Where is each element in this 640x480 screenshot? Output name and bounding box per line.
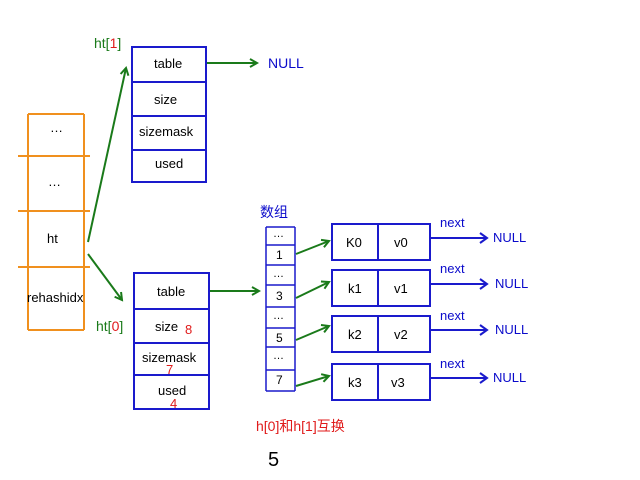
dict-cell-ellipsis-1: … xyxy=(50,120,63,135)
array-cell-index: 5 xyxy=(276,331,283,345)
chain-null: NULL xyxy=(495,276,529,291)
array-cell-ellipsis: … xyxy=(273,268,284,280)
entry-value: v1 xyxy=(394,281,408,296)
ht1-box xyxy=(131,46,207,183)
ht1-field-used: used xyxy=(155,156,184,171)
dict-cell-rehashidx: rehashidx xyxy=(27,290,84,305)
entry-key: k1 xyxy=(348,281,362,296)
array-cell-index: 1 xyxy=(276,248,283,262)
entry-key: K0 xyxy=(346,235,362,250)
ht1-field-size: size xyxy=(154,92,178,107)
entry-value: v3 xyxy=(391,375,405,390)
ht0-box xyxy=(133,272,210,410)
dict-column-box xyxy=(18,113,90,331)
dict-cell-ellipsis-2: … xyxy=(48,174,61,189)
next-label: next xyxy=(440,261,465,276)
entry-key: k3 xyxy=(348,375,362,390)
array-cell-ellipsis: … xyxy=(273,350,284,362)
chain-null: NULL xyxy=(493,370,527,385)
entry-key: k2 xyxy=(348,327,362,342)
ht1-field-sizemask: sizemask xyxy=(139,124,194,139)
entry-value: v2 xyxy=(394,327,408,342)
green-arrows xyxy=(87,63,329,387)
ht1-field-table: table xyxy=(154,56,183,71)
swap-note: h[0]和h[1]互换 xyxy=(256,418,345,434)
array-cell-ellipsis: … xyxy=(273,228,284,240)
next-label: next xyxy=(440,308,465,323)
ht0-field-table: table xyxy=(157,284,186,299)
ht0-sizemask-value: 7 xyxy=(166,362,174,377)
ht1-table-null: NULL xyxy=(268,55,304,71)
dict-cell-ht: ht xyxy=(47,231,58,246)
next-label: next xyxy=(440,215,465,230)
ht0-size-value: 8 xyxy=(185,322,193,337)
ht0-label: ht[0] xyxy=(96,318,124,334)
chain-null: NULL xyxy=(495,322,529,337)
step-number: 5 xyxy=(268,449,280,471)
entry-value: v0 xyxy=(394,235,408,250)
array-box xyxy=(265,226,296,392)
array-cell-ellipsis: … xyxy=(273,310,284,322)
array-title: 数组 xyxy=(260,204,288,220)
array-cell-index: 7 xyxy=(276,373,283,387)
ht0-field-size: size xyxy=(155,319,179,334)
ht1-label: ht[1] xyxy=(94,35,122,51)
chain-null: NULL xyxy=(493,230,527,245)
next-arrows xyxy=(430,232,489,384)
ht0-field-used: used xyxy=(158,383,187,398)
entry-boxes xyxy=(331,223,431,401)
ht0-used-value: 4 xyxy=(170,396,178,411)
next-label: next xyxy=(440,356,465,371)
ht0-field-sizemask: sizemask xyxy=(142,350,197,365)
array-cell-index: 3 xyxy=(276,289,283,303)
